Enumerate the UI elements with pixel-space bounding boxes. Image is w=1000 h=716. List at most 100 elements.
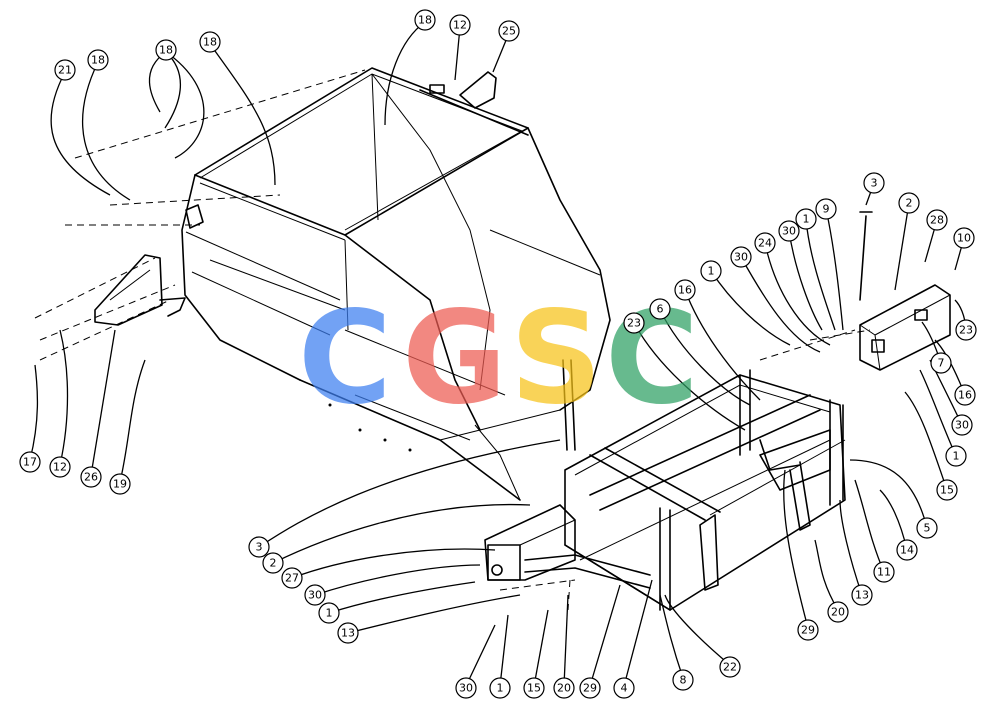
svg-text:1: 1: [326, 607, 333, 620]
svg-text:19: 19: [113, 478, 127, 491]
svg-text:20: 20: [831, 606, 845, 619]
svg-text:18: 18: [91, 54, 105, 67]
callout: 26: [80, 466, 102, 488]
svg-text:11: 11: [877, 566, 891, 579]
callout: 1: [700, 260, 722, 282]
svg-text:7: 7: [938, 357, 945, 370]
svg-text:30: 30: [459, 682, 473, 695]
callout: 1: [318, 602, 340, 624]
callouts: 21 18 18 18 18 12 25 3 2 28 10 9 30 1 24…: [19, 9, 977, 699]
svg-text:15: 15: [940, 484, 954, 497]
svg-text:17: 17: [23, 456, 37, 469]
callout: 8: [672, 669, 694, 691]
callout: 2: [898, 192, 920, 214]
svg-text:18: 18: [203, 36, 217, 49]
callout: 15: [523, 677, 545, 699]
callout: 13: [851, 584, 873, 606]
callout: 4: [613, 677, 635, 699]
callout: 22: [719, 656, 741, 678]
svg-text:1: 1: [708, 265, 715, 278]
callout: 30: [730, 246, 752, 268]
svg-text:3: 3: [256, 541, 263, 554]
callout: 15: [936, 479, 958, 501]
callout: 19: [109, 473, 131, 495]
svg-text:2: 2: [270, 557, 277, 570]
callout: 5: [916, 517, 938, 539]
callout: 3: [863, 172, 885, 194]
callout: 20: [827, 601, 849, 623]
callout: 29: [797, 619, 819, 641]
callout: 25: [498, 20, 520, 42]
callout: 12: [449, 14, 471, 36]
svg-text:23: 23: [627, 317, 641, 330]
front-hitch: [484, 504, 576, 581]
callout: 20: [553, 677, 575, 699]
callout: 1: [489, 677, 511, 699]
svg-text:10: 10: [957, 232, 971, 245]
svg-text:20: 20: [557, 682, 571, 695]
svg-text:30: 30: [734, 251, 748, 264]
svg-text:24: 24: [758, 237, 772, 250]
svg-text:28: 28: [930, 214, 944, 227]
svg-text:1: 1: [803, 213, 810, 226]
callout: 24: [754, 232, 776, 254]
callout: 18: [414, 9, 436, 31]
callout: 1: [795, 208, 817, 230]
svg-text:14: 14: [900, 544, 914, 557]
callout: 18: [87, 49, 109, 71]
callout: 13: [337, 622, 359, 644]
svg-text:3: 3: [871, 177, 878, 190]
callout: 21: [54, 59, 76, 81]
callout: 16: [954, 384, 976, 406]
hopper: [181, 67, 611, 501]
svg-text:16: 16: [678, 284, 692, 297]
callout: 30: [778, 220, 800, 242]
callout: 17: [19, 451, 41, 473]
callout: 23: [623, 312, 645, 334]
callout: 12: [49, 456, 71, 478]
svg-text:29: 29: [801, 624, 815, 637]
callout: 30: [951, 414, 973, 436]
svg-text:12: 12: [53, 461, 67, 474]
callout: 7: [930, 352, 952, 374]
callout: 11: [873, 561, 895, 583]
callout: 6: [649, 298, 671, 320]
callout: 28: [926, 209, 948, 231]
svg-text:5: 5: [924, 522, 931, 535]
svg-text:6: 6: [657, 303, 664, 316]
svg-text:4: 4: [621, 682, 628, 695]
svg-text:2: 2: [906, 197, 913, 210]
svg-text:30: 30: [955, 419, 969, 432]
svg-text:16: 16: [958, 389, 972, 402]
svg-text:30: 30: [308, 589, 322, 602]
svg-text:12: 12: [453, 19, 467, 32]
svg-text:18: 18: [159, 44, 173, 57]
watermark-letter-s: S: [510, 284, 602, 433]
svg-text:13: 13: [341, 627, 355, 640]
callout: 18: [199, 31, 221, 53]
svg-text:30: 30: [782, 225, 796, 238]
watermark-letter-g: G: [402, 284, 507, 433]
callout: 1: [945, 445, 967, 467]
svg-text:25: 25: [502, 25, 516, 38]
svg-text:13: 13: [855, 589, 869, 602]
main-frame: [524, 359, 846, 611]
callout: 2: [262, 552, 284, 574]
svg-text:21: 21: [58, 64, 72, 77]
watermark: C G S C: [298, 284, 699, 433]
callout: 23: [955, 319, 977, 341]
callout: 9: [815, 198, 837, 220]
right-hitch-plate: [859, 211, 951, 371]
watermark-letter-c1: C: [298, 284, 392, 433]
callout: 16: [674, 279, 696, 301]
callout: 10: [953, 227, 975, 249]
svg-text:9: 9: [823, 203, 830, 216]
svg-text:22: 22: [723, 661, 737, 674]
svg-text:8: 8: [680, 674, 687, 687]
svg-text:26: 26: [84, 471, 98, 484]
svg-text:18: 18: [418, 14, 432, 27]
svg-text:23: 23: [959, 324, 973, 337]
callout: 29: [579, 677, 601, 699]
callout: 3: [248, 536, 270, 558]
